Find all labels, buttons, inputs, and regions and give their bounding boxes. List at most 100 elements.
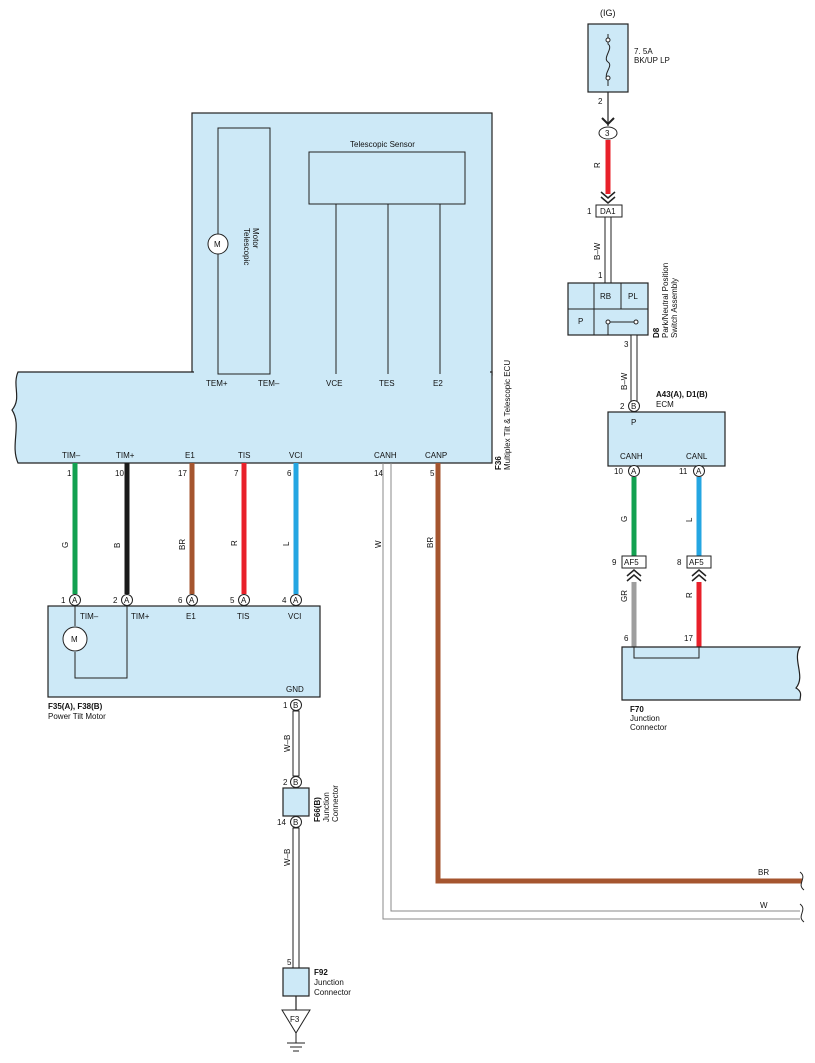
- wire-wb-1-label: W–B: [283, 735, 292, 752]
- tilt-pin-1-letter: A: [72, 596, 78, 605]
- pnp-term-p: P: [578, 317, 583, 326]
- fuse-rating: 7. 5A: [634, 47, 653, 56]
- tilt-pin-5-letter: A: [241, 596, 247, 605]
- connector-af5-left-label: AF5: [624, 558, 639, 567]
- ecu-term-tem-minus: TEM–: [258, 379, 280, 388]
- wire-r-top-label: R: [593, 162, 602, 168]
- pnp-switch-id: D8: [652, 327, 661, 338]
- f92-name-1: Junction: [314, 978, 344, 987]
- telescopic-motor-symbol: M: [214, 240, 221, 249]
- ecu-term-e2: E2: [433, 379, 443, 388]
- connector-af5-right-label: AF5: [689, 558, 704, 567]
- ecu-term-vci: VCI: [289, 451, 302, 460]
- wire-r-tis-label: R: [230, 540, 239, 546]
- f66-pin-out-num: 14: [277, 818, 286, 827]
- wire-b-label: B: [113, 543, 122, 548]
- ecu-term-tis: TIS: [238, 451, 250, 460]
- telescopic-motor-icon: [207, 233, 229, 255]
- ecu-pin-10: 10: [115, 469, 124, 478]
- tilt-term-e1: E1: [186, 612, 196, 621]
- f66-pin-in-num: 2: [283, 778, 288, 787]
- ecm-box: [607, 411, 726, 467]
- tilt-motor-symbol: M: [71, 635, 78, 644]
- tilt-pin-6-letter: A: [189, 596, 195, 605]
- telescopic-sensor-label: Telescopic Sensor: [350, 140, 415, 149]
- tilt-motor-box: [47, 605, 321, 698]
- wire-bw-top: [604, 216, 612, 284]
- tilt-pin-num-6: 6: [178, 596, 183, 605]
- connector-arrow-icon: [600, 191, 616, 204]
- ecm-id: A43(A), D1(B): [656, 390, 708, 399]
- ecu-term-tim-plus: TIM+: [116, 451, 135, 460]
- tilt-motor-icon: [62, 626, 88, 652]
- telescopic-ecu-body: [11, 371, 493, 464]
- tilt-pin-2-letter: A: [124, 596, 130, 605]
- connector-da1-pin: 1: [587, 207, 592, 216]
- f70-name-2: Connector: [630, 723, 667, 732]
- ecu-pin-17: 17: [178, 469, 187, 478]
- telescopic-ecu-id: F36: [494, 456, 503, 470]
- ground-icon: [287, 1033, 305, 1052]
- ecm-p-label: P: [631, 418, 636, 427]
- bus-w-label: W: [760, 901, 768, 910]
- pnp-term-pl: PL: [628, 292, 638, 301]
- ecm-canh-pin-letter: A: [631, 467, 637, 476]
- ecu-term-e1: E1: [185, 451, 195, 460]
- ecm-canh-label: CANH: [620, 452, 643, 461]
- ecm-canl-pin: [693, 465, 705, 477]
- ecu-pin-1: 1: [67, 469, 72, 478]
- f66-name-2: Connector: [331, 785, 340, 822]
- f66-pin-in-letter: B: [293, 778, 298, 787]
- connector-af5-right: [686, 555, 712, 569]
- wire-g-ecm-label: G: [620, 516, 629, 522]
- wire-break-icon: [799, 871, 805, 923]
- ground-triangle-icon: [281, 1009, 311, 1034]
- f70-id: F70: [630, 705, 644, 714]
- tilt-pin-4-letter: A: [293, 596, 299, 605]
- wire-l-vci-label: L: [282, 541, 291, 546]
- ecu-term-canp: CANP: [425, 451, 447, 460]
- wire-br-canp-label: BR: [426, 537, 435, 548]
- tilt-pin-num-4: 4: [282, 596, 287, 605]
- wire-bw-bottom: [630, 334, 638, 402]
- f70-name-1: Junction: [630, 714, 660, 723]
- f66-box: [282, 787, 310, 817]
- wire-bw-bottom-label: B–W: [620, 372, 629, 390]
- tilt-term-tis: TIS: [237, 612, 249, 621]
- pnp-switch-name-2: Switch Assembly: [670, 278, 679, 338]
- ecu-term-tes: TES: [379, 379, 395, 388]
- wire-wb-1: [292, 710, 300, 777]
- tilt-pin-num-1: 1: [61, 596, 66, 605]
- telescopic-sensor-box: [308, 151, 466, 205]
- f92-box: [282, 967, 310, 997]
- tilt-gnd-pin-num: 1: [283, 701, 288, 710]
- ecm-p-pin-num: 2: [620, 402, 625, 411]
- ecu-term-tem-plus: TEM+: [206, 379, 228, 388]
- connector-da1-label: DA1: [600, 207, 616, 216]
- wire-w-canh: [382, 463, 800, 920]
- ecu-term-vce: VCE: [326, 379, 342, 388]
- f70-pin-b: 17: [684, 634, 693, 643]
- ecm-canl-pin-num: 11: [679, 467, 688, 476]
- af5-right-arrow-icon: [691, 569, 707, 582]
- wire-g-label: G: [61, 542, 70, 548]
- tilt-gnd-label: GND: [286, 685, 304, 694]
- fuse-name: BK/UP LP: [634, 56, 670, 65]
- wire-br-e1-label: BR: [178, 539, 187, 550]
- wire-w-canh-label: W: [374, 540, 383, 548]
- ecm-name: ECM: [656, 400, 674, 409]
- pnp-switch-name-1: Park/Neutral Position: [661, 263, 670, 338]
- wire-wb-2-label: W–B: [283, 849, 292, 866]
- f92-id: F92: [314, 968, 328, 977]
- connector-af5-left: [621, 555, 647, 569]
- tilt-term-tim-plus: TIM+: [131, 612, 150, 621]
- junction-3-circle: [598, 126, 618, 140]
- pnp-term-rb: RB: [600, 292, 611, 301]
- switch-contact-icon: [605, 319, 639, 335]
- connector-af5-left-pin: 9: [612, 558, 617, 567]
- ecu-term-tim-minus: TIM–: [62, 451, 81, 460]
- telescopic-ecu-upper: [191, 112, 493, 376]
- f66-pin-out-letter: B: [293, 818, 298, 827]
- tilt-pin-num-5: 5: [230, 596, 235, 605]
- ground-label: F3: [290, 1015, 300, 1024]
